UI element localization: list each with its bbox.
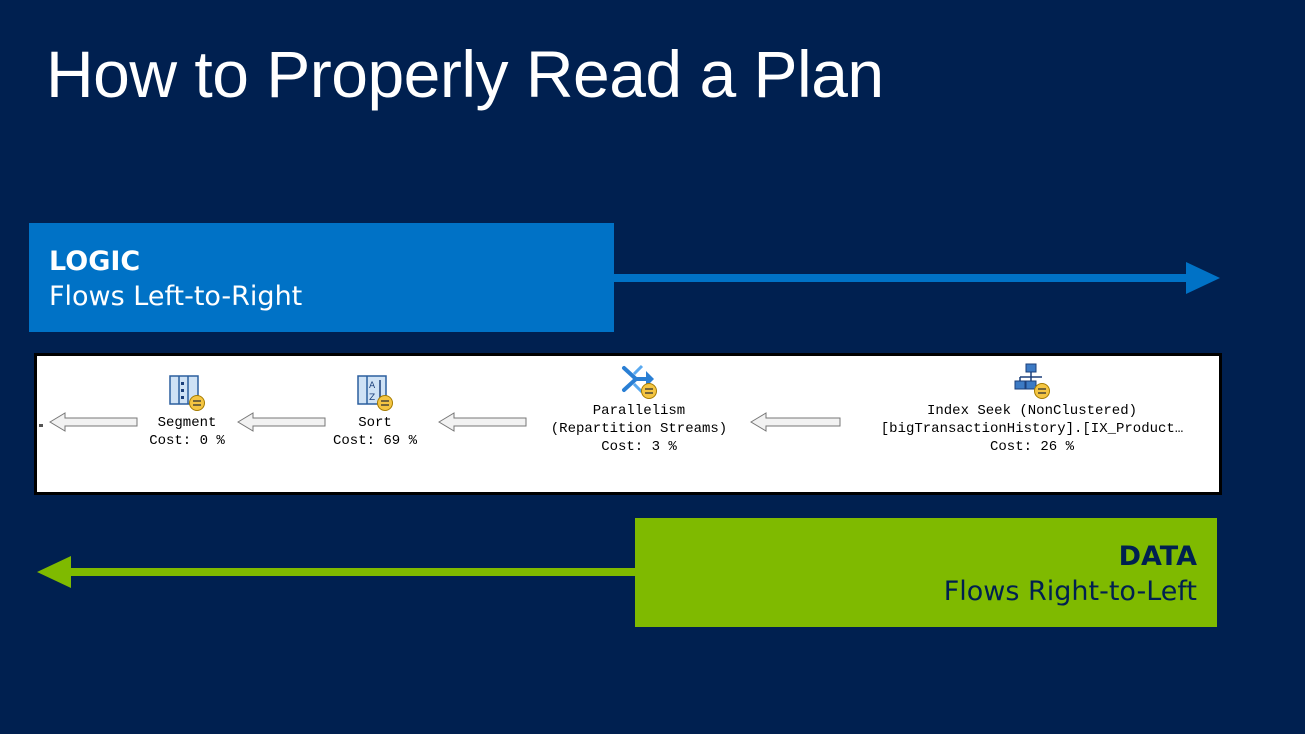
plan-arrow-icon xyxy=(438,412,527,432)
index-seek-icon xyxy=(1014,363,1050,399)
plan-arrow-icon xyxy=(237,412,326,432)
operator-subtitle: (Repartition Streams) xyxy=(550,421,728,437)
data-text: Flows Right-to-Left xyxy=(943,575,1197,607)
operator-subtitle: [bigTransactionHistory].[IX_Product… xyxy=(880,421,1184,437)
plan-operator-parallelism[interactable]: Parallelism (Repartition Streams) Cost: … xyxy=(529,362,749,456)
plan-operator-index-seek[interactable]: Index Seek (NonClustered) [bigTransactio… xyxy=(842,362,1219,456)
slide-title: How to Properly Read a Plan xyxy=(46,37,884,111)
operator-name: Parallelism xyxy=(592,403,686,419)
operator-name: Sort xyxy=(358,415,392,431)
segment-icon xyxy=(169,375,205,411)
data-arrow-left-icon xyxy=(37,556,637,588)
plan-operator-segment[interactable]: Segment Cost: 0 % xyxy=(132,374,242,450)
svg-text:A: A xyxy=(369,381,376,391)
data-heading: DATA xyxy=(1118,541,1197,572)
plan-operator-sort[interactable]: A Z Sort Cost: 69 % xyxy=(320,374,430,450)
operator-cost: Cost: 0 % xyxy=(149,433,225,449)
data-box: DATA Flows Right-to-Left xyxy=(635,518,1217,627)
sort-icon: A Z xyxy=(357,375,393,411)
truncated-operator-edge xyxy=(39,424,43,427)
operator-name: Segment xyxy=(157,415,217,431)
plan-arrow-icon xyxy=(750,412,841,432)
plan-arrow-icon xyxy=(49,412,138,432)
operator-cost: Cost: 3 % xyxy=(601,439,677,455)
operator-cost: Cost: 26 % xyxy=(989,439,1074,455)
logic-arrow-right-icon xyxy=(614,262,1220,294)
execution-plan-panel: Segment Cost: 0 % A Z Sort Cost: 69 % Pa… xyxy=(34,353,1222,495)
parallelism-icon xyxy=(622,364,657,399)
svg-text:Z: Z xyxy=(369,393,375,403)
logic-heading: LOGIC xyxy=(49,246,141,277)
logic-box: LOGIC Flows Left-to-Right xyxy=(29,223,614,332)
operator-name: Index Seek (NonClustered) xyxy=(926,403,1138,419)
logic-text: Flows Left-to-Right xyxy=(49,280,303,312)
operator-cost: Cost: 69 % xyxy=(332,433,417,449)
